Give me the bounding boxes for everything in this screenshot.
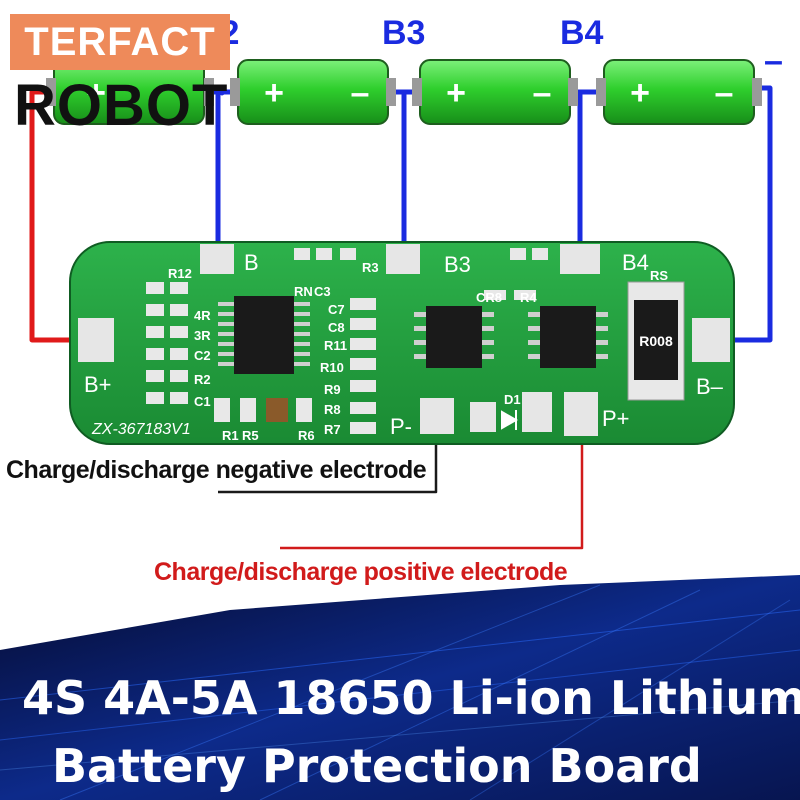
ic-mosfet-2 [540,306,596,368]
wire-b2 [212,89,232,96]
pad-p-plus [564,392,598,436]
negative-electrode-label: Charge/discharge negative electrode [6,456,427,484]
silk-comp-r4: R4 [520,290,537,305]
silk-comp-cr8: CR8 [476,290,502,305]
pad-b [200,244,234,274]
silk-b: B [244,250,259,275]
battery-4-minus-sign: – [715,74,734,112]
brand-logo-top: TERFACT [10,14,230,70]
banner-background [0,575,800,800]
silk-comp-d1: D1 [504,392,521,407]
battery-3 [412,59,578,125]
silk-comp-c7: C7 [328,302,345,317]
pad-b-minus [692,318,730,362]
ic-mosfet-1 [426,306,482,368]
capacitor-brown [266,398,288,422]
wire-b-plus [29,89,92,343]
brand-logo-bottom: ROBOT [14,73,229,138]
silk-p-minus: P- [390,414,412,439]
pad-p-minus [420,398,454,434]
silk-comp-c2: C2 [194,348,211,363]
product-title-line2: Battery Protection Board [52,739,702,793]
pad-3 [522,392,552,432]
wire-p-plus [280,420,584,550]
battery-2-minus-sign: – [351,74,370,112]
silk-comp-c1: C1 [194,394,211,409]
node-label-minus: – [764,42,783,80]
silk-comp-r9: R9 [324,382,341,397]
battery-3-minus-sign: – [533,74,552,112]
silk-comp-r3: R3 [362,260,379,275]
positive-electrode-label: Charge/discharge positive electrode [154,558,568,586]
battery-4 [596,59,762,125]
node-label-b3: B3 [382,14,425,52]
silk-comp-r12: R12 [168,266,192,281]
silk-comp-c8: C8 [328,320,345,335]
silk-comp-r10: R10 [320,360,344,375]
battery-3-plus-sign: + [446,74,466,112]
silk-comp-rn: RN [294,284,313,299]
silk-comp-r5: R5 [242,428,259,443]
product-title-line1: 4S 4A-5A 18650 Li-ion Lithium [22,671,800,725]
protection-board: R008 B B3 B4 B+ B– P- P+ ZX-367183V1 R12… [69,241,735,445]
ic-main [234,296,294,374]
pad-b3 [386,244,420,274]
silk-comp-3r: 3R [194,328,211,343]
silk-comp-r7: R7 [324,422,341,437]
silk-b3: B3 [444,252,471,277]
pad-b4 [560,244,600,274]
diode-symbol [501,410,519,430]
silk-b-minus: B– [696,374,724,399]
silk-comp-r8: R8 [324,402,341,417]
silk-comp-r1: R1 [222,428,239,443]
battery-2 [230,59,396,125]
silk-comp-c3: C3 [314,284,331,299]
battery-4-plus-sign: + [630,74,650,112]
silk-comp-r11: R11 [324,338,347,353]
battery-2-plus-sign: + [264,74,284,112]
pad-2 [470,402,496,432]
shunt-marking: R008 [639,333,673,349]
silk-comp-4r: 4R [194,308,211,323]
node-label-b4: B4 [560,14,604,52]
silk-comp-r6: R6 [298,428,315,443]
silk-comp-rs: RS [650,268,668,283]
silk-comp-r2: R2 [194,372,211,387]
silk-model: ZX-367183V1 [91,421,191,438]
silk-b4: B4 [622,250,649,275]
silk-b-plus: B+ [84,372,112,397]
pad-b-plus [78,318,114,362]
silk-p-plus: P+ [602,406,630,431]
battery-1-plus-sign: + [86,74,106,112]
